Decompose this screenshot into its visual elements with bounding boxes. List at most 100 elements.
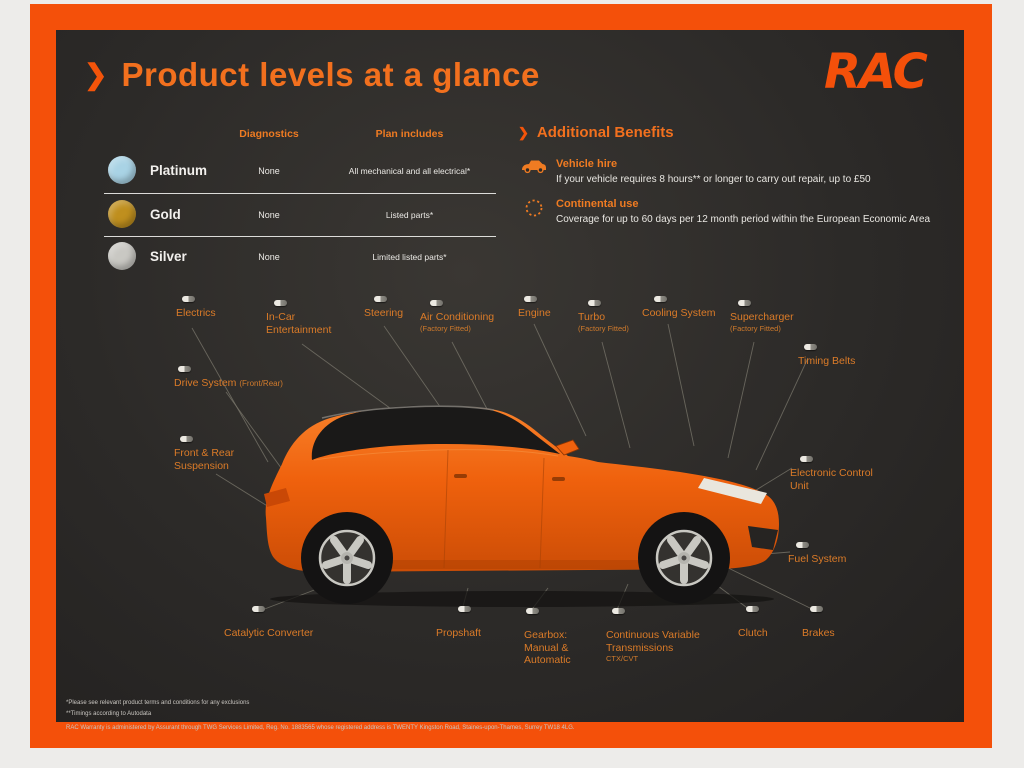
vehicle-hire-icon [520,158,548,179]
callout-gearbox: Gearbox: Manual & Automatic [524,608,590,667]
callout-label: Engine [518,307,551,319]
callout-timing-belts: Timing Belts [798,344,878,368]
footnotes: *Please see relevant product terms and c… [66,698,575,733]
table-divider [104,236,496,237]
callout-label: Supercharger [730,311,794,323]
callout-sublabel: (Factory Fitted) [578,323,629,333]
rac-logo: RAC [824,44,954,105]
footnote-line: *Please see relevant product terms and c… [66,700,250,706]
callout-label: Brakes [802,627,835,639]
callout-label: Cooling System [642,307,716,319]
part-marker-icon [654,296,667,302]
footnote-line: RAC Warranty is administered by Assurant… [66,724,575,731]
callout-sublabel: (Front/Rear) [239,379,283,388]
callout-label: Electrics [176,307,216,319]
headlight [698,478,767,504]
part-marker-icon [612,608,625,614]
callout-label: Electronic Control Unit [790,467,873,492]
part-marker-icon [274,300,287,306]
silver-swatch [108,242,136,270]
footnote-line: **Timings according to Autodata [66,710,152,717]
car-shadow [270,591,774,607]
callout-label: Steering [364,307,404,319]
callout-supercharger: Supercharger (Factory Fitted) [730,300,815,333]
benefit-desc-continental-use: Coverage for up to 60 days per 12 month … [556,214,931,225]
part-marker-icon [374,296,387,302]
part-marker-icon [810,606,823,612]
callout-sublabel: (Factory Fitted) [420,323,471,333]
front-intake [748,526,778,550]
page-title: Product levels at a glance [121,56,540,93]
callout-drive-system: Drive System (Front/Rear) [174,366,314,390]
door-seam-rear [443,449,449,569]
callout-sublabel: CTX/CVT [606,654,639,664]
column-header-plan-includes: Plan includes [375,128,444,140]
header: ❯ Product levels at a glance [84,56,540,94]
callout-label: Timing Belts [798,355,856,367]
callout-turbo: Turbo (Factory Fitted) [578,300,650,333]
table-divider [104,193,496,194]
car-illustration [264,405,780,607]
callout-label: Catalytic Converter [224,627,314,639]
part-marker-icon [430,300,443,306]
plan-name-silver: Silver [150,249,187,264]
gold-plan-includes: Listed parts* [385,210,434,220]
callout-electronic-control-unit: Electronic Control Unit [790,456,888,492]
plan-name-gold: Gold [150,207,181,222]
chevron-icon: ❯ [84,59,108,90]
benefit-title-vehicle-hire: Vehicle hire [556,158,618,170]
plan-name-platinum: Platinum [150,163,208,178]
platinum-plan-includes: All mechanical and all electrical* [348,166,471,176]
part-marker-icon [800,456,813,462]
door-handle-rear [454,474,467,478]
side-mirror [555,439,580,456]
callout-steering: Steering [364,296,424,320]
part-marker-icon [588,300,601,306]
callout-label: Fuel System [788,553,847,565]
callout-cooling-system: Cooling System [642,296,732,320]
door-seam-front [539,457,545,569]
callout-label: Clutch [738,627,768,639]
benefit-desc-vehicle-hire: If your vehicle requires 8 hours** or lo… [556,174,871,185]
part-marker-icon [796,542,809,548]
callout-label: Air Conditioning [420,311,495,323]
callout-label: Gearbox: Manual & Automatic [524,629,571,667]
callout-label: Continuous Variable Transmissions [606,629,700,654]
door-handle-front [552,477,565,481]
callout-fuel-system: Fuel System [788,542,878,566]
front-wheel [638,512,730,604]
additional-benefits-title: Additional Benefits [536,124,674,141]
callout-in-car-entertainment: In-Car Entertainment [266,300,350,336]
callout-label: Front & Rear Suspension [174,447,235,472]
beltline-highlight [313,449,559,461]
callout-label: Propshaft [436,627,481,639]
silver-plan-includes: Limited listed parts* [372,252,447,262]
part-marker-icon [182,296,195,302]
part-marker-icon [458,606,471,612]
sill-shade [322,560,722,569]
callout-catalytic-converter: Catalytic Converter [224,606,336,640]
callout-front-rear-suspension: Front & Rear Suspension [174,436,254,472]
platinum-swatch [108,156,136,184]
callout-label: Drive System [174,377,237,389]
silver-diagnostics: None [258,252,280,262]
callout-cvt: Continuous Variable Transmissions CTX/CV… [606,608,724,663]
part-marker-icon [746,606,759,612]
chevron-icon: ❯ [518,124,529,140]
part-marker-icon [738,300,751,306]
part-marker-icon [524,296,537,302]
callout-clutch: Clutch [738,606,788,640]
column-header-diagnostics: Diagnostics [239,128,299,140]
callout-label: In-Car Entertainment [266,311,332,336]
callout-air-conditioning: Air Conditioning (Factory Fitted) [420,300,515,333]
part-marker-icon [252,606,265,612]
callout-propshaft: Propshaft [436,606,500,640]
part-marker-icon [180,436,193,442]
part-marker-icon [178,366,191,372]
callout-sublabel: (Factory Fitted) [730,323,781,333]
gold-diagnostics: None [258,210,280,220]
callout-brakes: Brakes [802,606,852,640]
callout-label: Turbo [578,311,606,323]
additional-benefits-heading: ❯ Additional Benefits [518,124,674,141]
